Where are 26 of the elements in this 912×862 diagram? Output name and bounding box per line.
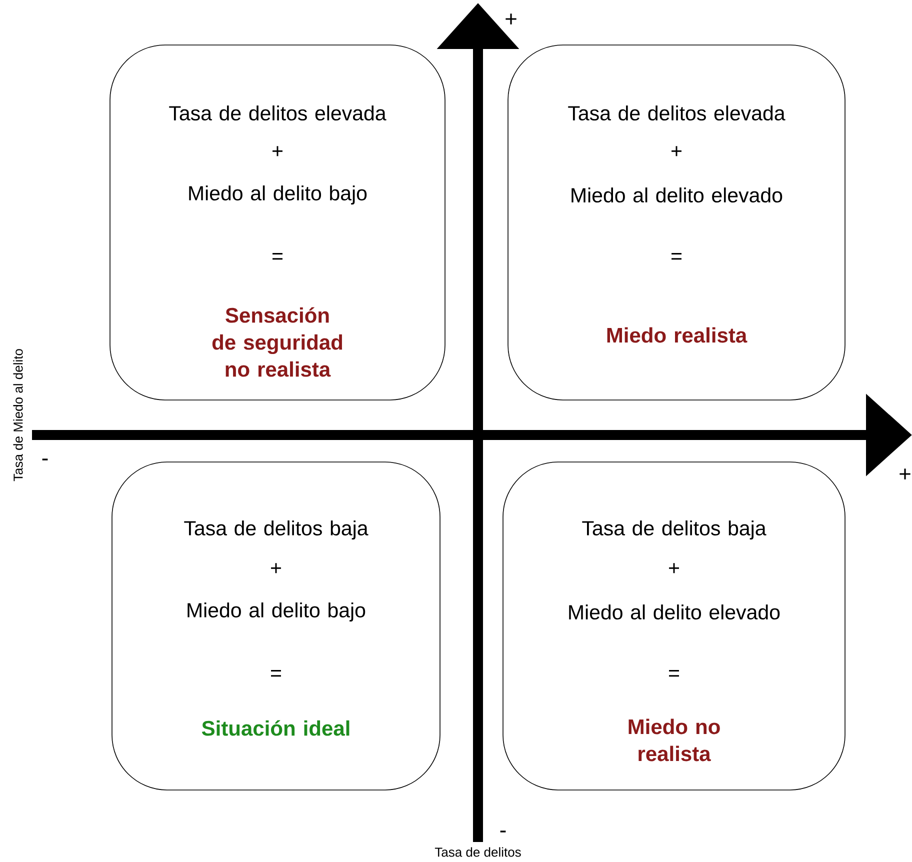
box-text: Tasa de delitos elevada xyxy=(568,105,786,121)
box-text: = xyxy=(672,252,682,260)
box-text: Tasa de delitos elevada xyxy=(169,105,386,121)
axis-sign: - xyxy=(500,830,506,832)
box-text: = xyxy=(272,252,282,260)
box-text: Tasa de delitos baja xyxy=(582,520,766,540)
axis-sign: - xyxy=(42,458,48,460)
axis-sign: + xyxy=(506,14,516,24)
axis-title: Tasa de Miedo al delito xyxy=(13,349,23,482)
box-text: + xyxy=(669,563,679,574)
box-text: + xyxy=(271,563,281,574)
box-text: + xyxy=(672,146,682,156)
box-text: = xyxy=(271,670,281,677)
result-text: Miedo realista xyxy=(607,327,748,343)
box-text: = xyxy=(669,670,679,677)
result-text: Sensación de seguridad no realista xyxy=(212,307,342,377)
box-text: Miedo al delito bajo xyxy=(188,602,366,622)
box-text: Tasa de delitos baja xyxy=(184,520,368,540)
axis-title: Tasa de delitos xyxy=(434,847,521,857)
box-text: Miedo al delito elevado xyxy=(572,187,782,203)
box-text: + xyxy=(272,146,282,156)
box-text: Miedo al delito elevado xyxy=(569,604,780,620)
result-text: Situación ideal xyxy=(202,720,350,736)
box-text: Miedo al delito bajo xyxy=(189,185,367,205)
result-text: Miedo no realista xyxy=(628,718,720,762)
axis-sign: + xyxy=(900,468,910,480)
